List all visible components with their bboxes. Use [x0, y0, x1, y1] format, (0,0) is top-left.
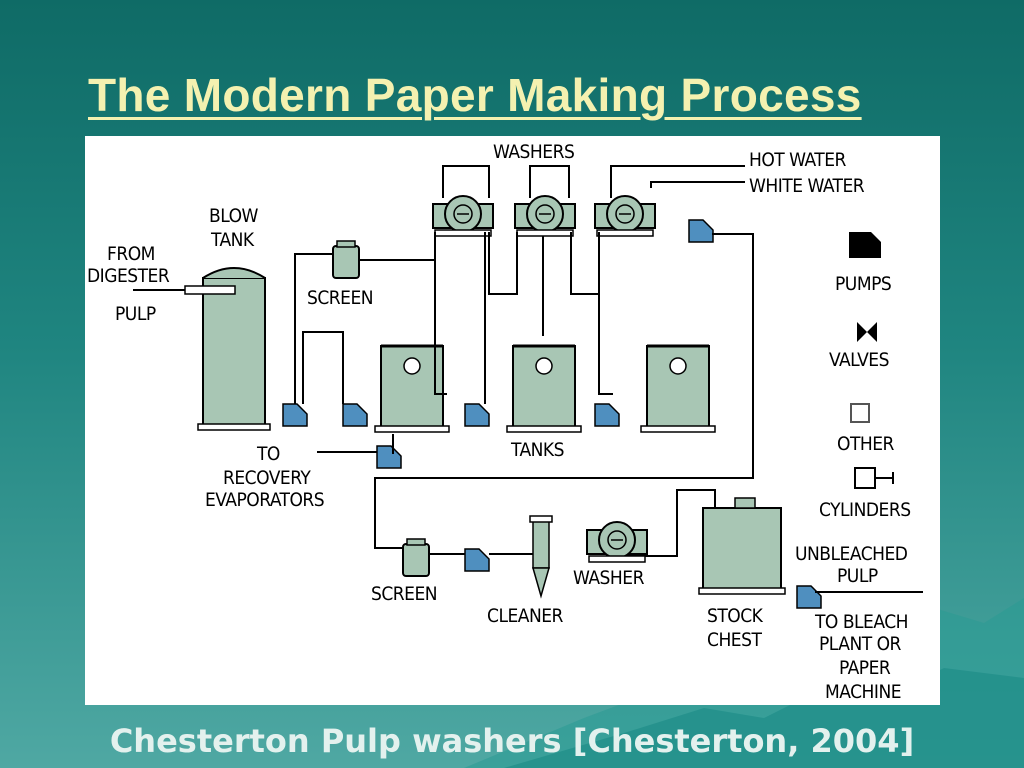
screen-bottom [402, 538, 430, 577]
legend-other: OTHER [837, 433, 895, 455]
legend-valves: VALVES [829, 349, 889, 371]
label-white-water: WHITE WATER [749, 175, 865, 197]
washer-bottom [586, 521, 648, 563]
label-washers: WASHERS [493, 141, 574, 163]
label-blow: BLOW [209, 205, 259, 227]
label-chest: CHEST [707, 629, 762, 651]
legend-icons [849, 232, 894, 489]
label-cleaner: CLEANER [487, 605, 564, 627]
label-pulp: PULP [115, 303, 156, 325]
label-tank: TANK [210, 229, 255, 251]
stock-chest [698, 497, 786, 595]
label-evaporators: EVAPORATORS [205, 489, 324, 511]
screen-top [332, 240, 360, 279]
slide-caption: Chesterton Pulp washers [Chesterton, 200… [109, 722, 915, 760]
legend-cylinders: CYLINDERS [819, 499, 911, 521]
label-unbleached: UNBLEACHED [795, 543, 908, 565]
label-tanks: TANKS [510, 439, 564, 461]
washer-drum-3 [594, 195, 656, 237]
label-screen-bottom: SCREEN [371, 583, 437, 605]
cleaner [529, 515, 553, 599]
blow-tank [133, 267, 271, 431]
label-to-bleach: TO BLEACH [814, 611, 908, 633]
legend-pumps: PUMPS [835, 273, 891, 295]
tank-1 [373, 344, 451, 434]
label-washer: WASHER [573, 567, 645, 589]
piping [294, 232, 923, 593]
washer-drum-2 [514, 195, 576, 237]
tank-3 [639, 344, 717, 434]
label-paper: PAPER [839, 657, 891, 679]
diagram-labels: WASHERS HOT WATER WHITE WATER BLOW TANK … [87, 141, 911, 703]
label-unbleached-pulp: PULP [837, 565, 878, 587]
label-from: FROM [107, 243, 155, 265]
label-machine: MACHINE [825, 681, 901, 703]
water-lines [442, 165, 745, 198]
label-screen-top: SCREEN [307, 287, 373, 309]
label-digester: DIGESTER [87, 265, 170, 287]
label-stock: STOCK [707, 605, 764, 627]
label-plant-or: PLANT OR [819, 633, 902, 655]
label-recovery: RECOVERY [223, 467, 311, 489]
process-diagram: WASHERS HOT WATER WHITE WATER BLOW TANK … [85, 136, 940, 705]
slide-title: The Modern Paper Making Process [88, 69, 862, 121]
tank-2 [505, 344, 583, 434]
label-hot-water: HOT WATER [749, 149, 846, 171]
washer-drum-1 [432, 195, 494, 237]
process-diagram-svg: WASHERS HOT WATER WHITE WATER BLOW TANK … [87, 141, 923, 703]
label-recovery-to: TO [256, 443, 280, 465]
